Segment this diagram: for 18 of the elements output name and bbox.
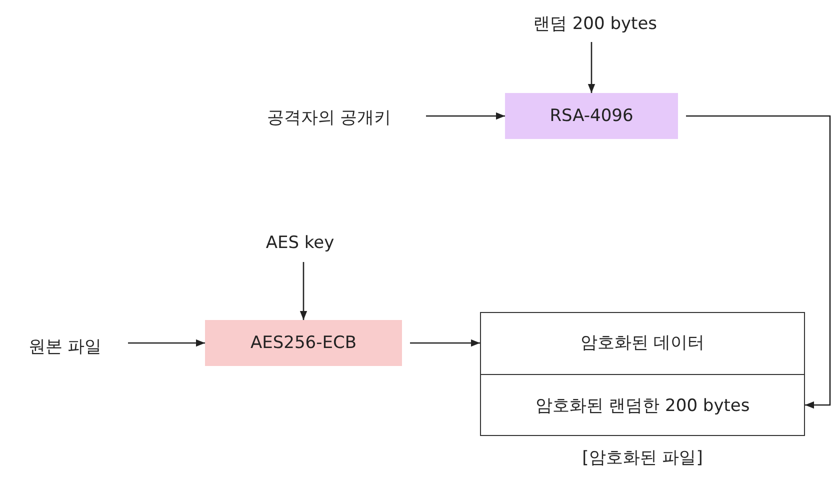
cipher-box <box>505 93 678 139</box>
arrow <box>128 339 205 347</box>
node-text: 암호화된 데이터 <box>580 332 705 354</box>
arrow <box>300 262 308 320</box>
file-box <box>480 312 805 436</box>
file-caption: [암호화된 파일] <box>581 447 704 469</box>
arrow <box>588 42 596 93</box>
node-text: 공격자의 공개키 <box>266 106 392 128</box>
arrow <box>410 339 480 347</box>
cipher-box <box>205 320 402 366</box>
node-text: 암호화된 랜덤한 200 bytes <box>535 394 750 417</box>
node-text: AES key <box>266 233 334 253</box>
arrow <box>426 112 505 120</box>
node-text: RSA-4096 <box>550 106 634 126</box>
arrow <box>686 115 831 409</box>
node-text: AES256-ECB <box>250 333 357 353</box>
node-text: 원본 파일 <box>28 336 102 358</box>
node-text: 랜덤 200 bytes <box>532 12 658 34</box>
